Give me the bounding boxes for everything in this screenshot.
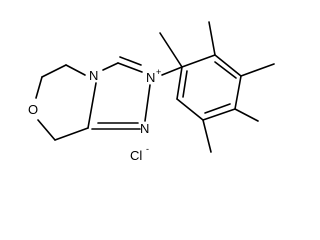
atom-n-ring: N [89,68,98,83]
bond-nplus-aryl [161,66,183,76]
bond-n-ch2-top [65,64,86,76]
bond-aryl-4-5-inner [204,103,231,114]
methyl-bonds [159,32,275,153]
methyl-top-right [240,63,275,77]
charge-minus: - [146,144,149,154]
bond-ch2-o [35,76,43,99]
bond-nplus-nlower [144,84,151,122]
bond-aryl-5-6 [176,98,204,121]
bond-ch2-ch2-left [41,64,67,78]
bond-ch-nplus-2 [119,56,142,66]
chemical-structure: N N + N O Cl - [28,21,275,163]
bond-ch-nplus-1 [117,62,143,73]
mesityl-ring-bonds [161,54,242,121]
bond-aryl-6-1-inner [182,70,188,98]
counterion-chloride: Cl [130,148,142,163]
bond-o-ch2-bottom [37,119,56,141]
bond-aryl-3-4 [234,75,242,110]
triazolium-ring-bonds [91,56,151,130]
charge-plus: + [156,67,161,77]
bond-ch2-c-fused [54,127,89,141]
oxazine-ring-bonds [35,64,97,141]
bond-aryl-4-5 [202,108,236,121]
methyl-right [234,108,259,122]
bond-fused-c-n [87,82,97,129]
bond-n-ch [102,62,119,71]
atom-n-lower: N [140,121,149,136]
bond-aryl-6-1 [176,66,183,100]
bond-aryl-2-3 [214,54,242,77]
atom-oxygen: O [28,102,38,117]
atom-n-plus: N [146,70,155,85]
bond-aryl-2-3-inner [214,61,237,79]
methyl-top-left [159,32,183,68]
methyl-para [208,21,216,56]
methyl-top [208,21,216,56]
bond-aryl-1-2 [181,54,216,68]
methyl-bottom [202,119,212,153]
